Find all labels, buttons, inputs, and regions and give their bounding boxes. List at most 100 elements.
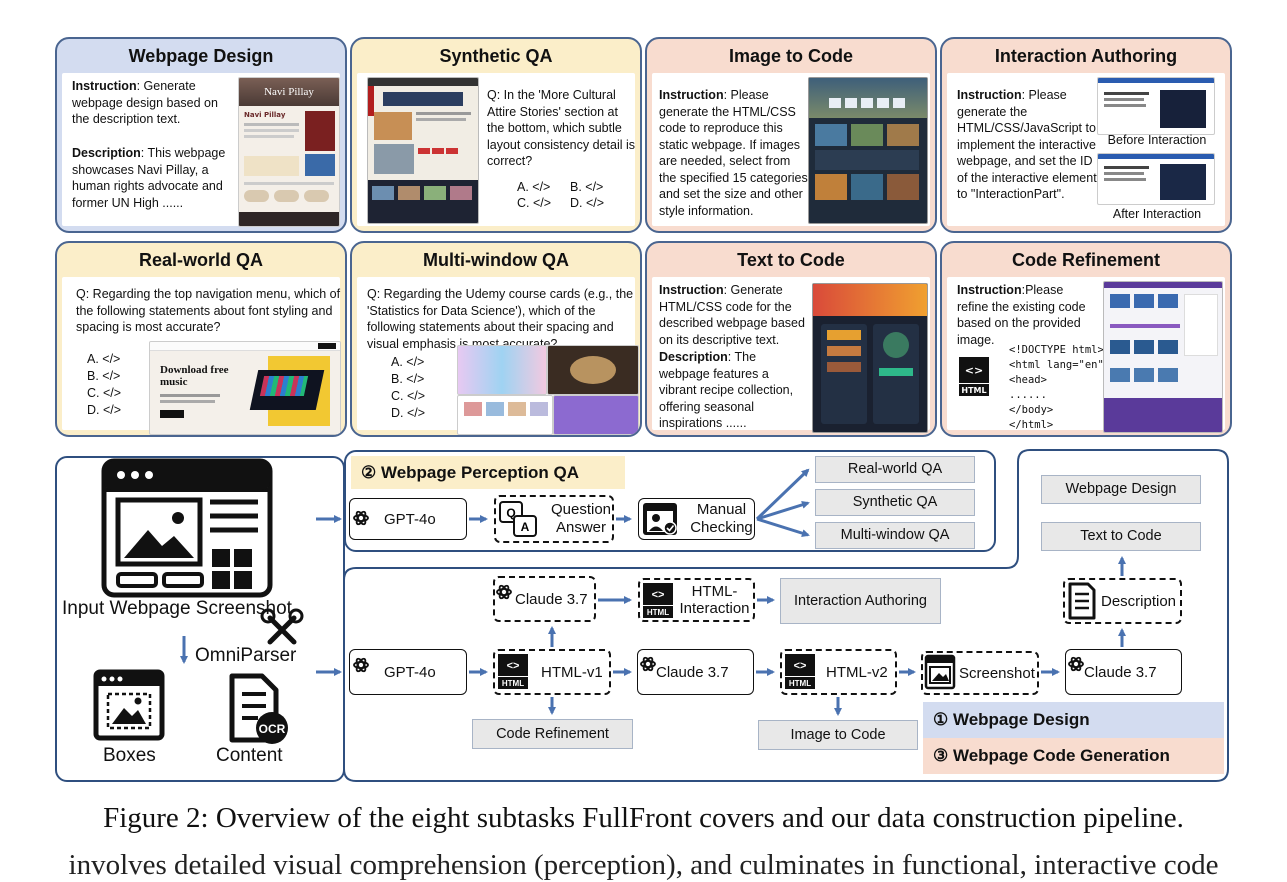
option-a: A. </> xyxy=(517,180,551,194)
code-generation-banner: ③ Webpage Code Generation xyxy=(923,738,1224,774)
ocr-badge: OCR xyxy=(259,722,286,736)
webpage-design-banner: ① Webpage Design xyxy=(923,702,1224,738)
card-code-refinement: Code Refinement Instruction:Please refin… xyxy=(940,241,1232,437)
question-answer-icon: Q A xyxy=(499,501,537,537)
card-body: Q: In the 'More Cultural Attire Stories'… xyxy=(357,73,635,226)
option-d: D. </> xyxy=(87,403,122,417)
boxes-label: Boxes xyxy=(103,745,156,766)
thumb-heading: Download free music xyxy=(160,364,229,388)
node-label: Claude 3.7 xyxy=(656,663,729,681)
claude-logo-icon xyxy=(496,584,512,600)
card-title: Webpage Design xyxy=(128,45,274,66)
before-interaction-thumbnail xyxy=(1097,77,1215,135)
instruction-text: Instruction: Please generate the HTML/CS… xyxy=(957,88,1097,201)
cut-off-body-text: involves detailed visual comprehension (… xyxy=(68,849,1219,881)
node-label: Manual Checking xyxy=(690,501,753,536)
after-interaction-thumbnail xyxy=(1097,153,1215,205)
qa-icon-a: A xyxy=(521,520,530,534)
card-title: Real-world QA xyxy=(138,249,263,270)
card-body: Q: Regarding the top navigation menu, wh… xyxy=(62,277,341,435)
html-file-icon: <> HTML xyxy=(959,357,989,397)
output-interaction-authoring: Interaction Authoring xyxy=(780,578,941,624)
gpt-logo-icon xyxy=(353,510,369,526)
node-label: HTML-v2 xyxy=(826,663,888,681)
option-c: C. </> xyxy=(87,386,122,400)
node-label: GPT-4o xyxy=(384,663,436,681)
instruction-text: Instruction: Generate HTML/CSS code for … xyxy=(659,283,805,347)
html-file-icon: <> HTML xyxy=(643,583,673,618)
card-title: Synthetic QA xyxy=(439,45,553,66)
card-body: Q: Regarding the Udemy course cards (e.g… xyxy=(357,277,639,435)
node-label: Question Answer xyxy=(550,501,612,536)
after-interaction-label: After Interaction xyxy=(1112,207,1202,221)
html-file-icon: <> HTML xyxy=(498,654,528,689)
card-webpage-design: Webpage Design Instruction: Generate web… xyxy=(55,37,347,233)
flower-window-thumbnail xyxy=(553,395,639,435)
card-title: Text to Code xyxy=(737,249,845,270)
output-realworld-qa: Real-world QA xyxy=(815,456,975,483)
card-body: Instruction: Please generate the HTML/CS… xyxy=(652,73,930,226)
manual-check-icon xyxy=(643,503,677,535)
arrow xyxy=(755,468,810,521)
card-realworld-qa: Real-world QA Q: Regarding the top navig… xyxy=(55,241,347,437)
recipe-page-thumbnail xyxy=(812,283,928,433)
thumb-hero-title: Navi Pillay xyxy=(239,78,339,106)
option-c: C. </> xyxy=(517,196,552,210)
output-image-to-code: Image to Code xyxy=(758,720,918,750)
perception-panel xyxy=(344,450,996,552)
qa-icon-q: Q xyxy=(506,506,515,520)
refined-page-thumbnail xyxy=(1103,281,1223,433)
html-file-icon: <> HTML xyxy=(785,654,815,689)
output-code-refinement: Code Refinement xyxy=(472,719,633,749)
content-label: Content xyxy=(216,745,283,766)
output-webpage-design: Webpage Design xyxy=(1041,475,1201,504)
thumb-heading: Navi Pillay xyxy=(244,111,286,119)
svg-text:HTML: HTML xyxy=(789,679,811,688)
card-multiwindow-qa: Multi-window QA Q: Regarding the Udemy c… xyxy=(350,241,642,437)
arrow xyxy=(756,517,810,538)
svg-text:HTML: HTML xyxy=(502,679,524,688)
card-text-to-code: Text to Code Instruction: Generate HTML/… xyxy=(645,241,937,437)
travel-page-thumbnail xyxy=(808,77,928,224)
node-label: Screenshot xyxy=(959,664,1035,682)
course-window-thumbnail xyxy=(457,395,553,435)
card-image-to-code: Image to Code Instruction: Please genera… xyxy=(645,37,937,233)
svg-text:<>: <> xyxy=(652,589,665,601)
culture-page-thumbnail xyxy=(367,77,479,224)
card-body: Instruction: Generate HTML/CSS code for … xyxy=(652,277,930,433)
option-b: B. </> xyxy=(570,180,604,194)
input-label: Input Webpage Screenshot xyxy=(62,598,292,619)
option-a: A. </> xyxy=(87,352,121,366)
before-interaction-label: Before Interaction xyxy=(1107,133,1207,147)
question-text: Q: Regarding the Udemy course cards (e.g… xyxy=(367,287,634,351)
node-label: HTML-v1 xyxy=(541,663,603,681)
gpt4o-node-codegen: GPT-4o xyxy=(349,649,467,695)
gpt-logo-icon xyxy=(353,657,369,673)
card-body: Instruction: Please generate the HTML/CS… xyxy=(947,73,1225,226)
output-multiwindow-qa: Multi-window QA xyxy=(815,522,975,549)
card-body: Instruction: Generate webpage design bas… xyxy=(62,73,340,227)
option-b: B. </> xyxy=(87,369,121,383)
node-label: HTML-Interaction xyxy=(679,583,750,617)
card-title: Code Refinement xyxy=(1011,249,1161,270)
claude-node-v2: Claude 3.7 xyxy=(637,649,754,695)
option-d: D. </> xyxy=(570,196,605,210)
screenshot-icon xyxy=(924,654,956,690)
food-window-thumbnail xyxy=(547,345,639,395)
svg-text:<>: <> xyxy=(507,660,520,672)
option-c: C. </> xyxy=(391,389,426,403)
description-text: Description: The webpage features a vibr… xyxy=(659,350,794,430)
svg-text:HTML: HTML xyxy=(647,608,669,617)
question-text: Q: In the 'More Cultural Attire Stories'… xyxy=(487,88,635,168)
claude-logo-icon xyxy=(1068,656,1084,672)
output-text-to-code: Text to Code xyxy=(1041,522,1201,551)
claude-node-interaction: Claude 3.7 xyxy=(493,576,596,622)
node-label: GPT-4o xyxy=(384,510,436,528)
node-label: Description xyxy=(1101,592,1177,610)
